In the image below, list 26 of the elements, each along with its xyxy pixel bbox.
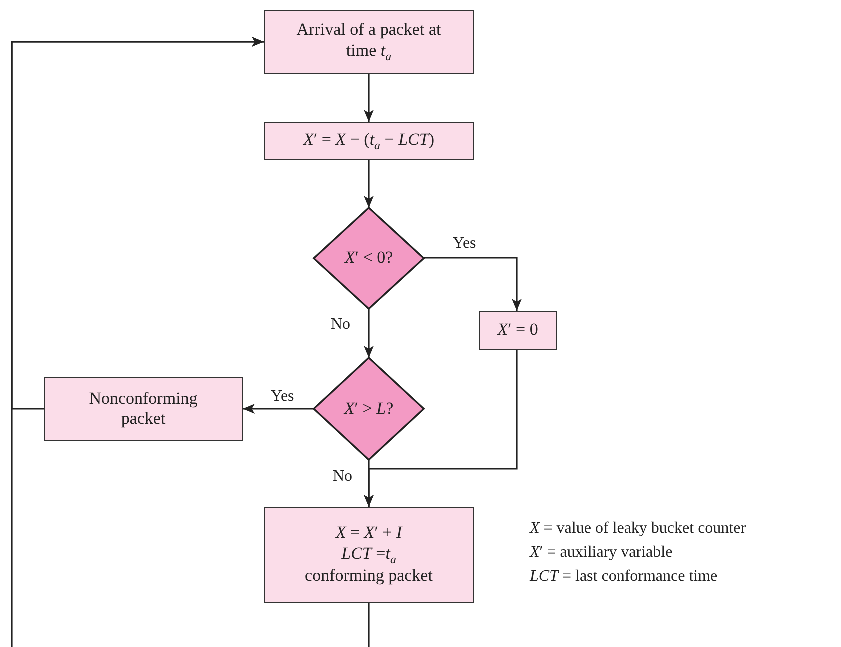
arrow [424, 257, 522, 311]
node-text: conforming packet [305, 566, 433, 587]
node-text: X′ > L? [344, 398, 394, 420]
arrow [11, 37, 264, 647]
process-box [264, 507, 474, 603]
arrow [243, 404, 314, 414]
arrow [364, 309, 374, 358]
node-text: X = X′ + I [336, 523, 402, 544]
process-box [264, 122, 474, 160]
process-box [479, 311, 557, 350]
arrow [364, 74, 374, 122]
node-text: X′ < 0? [344, 248, 394, 269]
legend-note: X = value of leaky bucket counter [530, 520, 746, 538]
process-box [264, 10, 474, 74]
arrow [364, 350, 518, 507]
process-box [44, 377, 243, 441]
decision-diamond [314, 358, 424, 460]
node-text: Nonconforming packet [88, 388, 199, 430]
arrow [364, 160, 374, 208]
decision-diamond [314, 208, 424, 309]
legend-note: LCT = last conformance time [530, 568, 718, 586]
node-text: LCT =t$_{a}$ [342, 544, 396, 566]
node-text: X′ = 0 [498, 320, 538, 341]
legend-note: X′ = auxiliary variable [530, 544, 673, 562]
node-text: X′ = X − (t$_{a}$ − LCT) [303, 130, 435, 152]
node-text: Arrival of a packet at time t$_{a}$ [296, 20, 442, 64]
